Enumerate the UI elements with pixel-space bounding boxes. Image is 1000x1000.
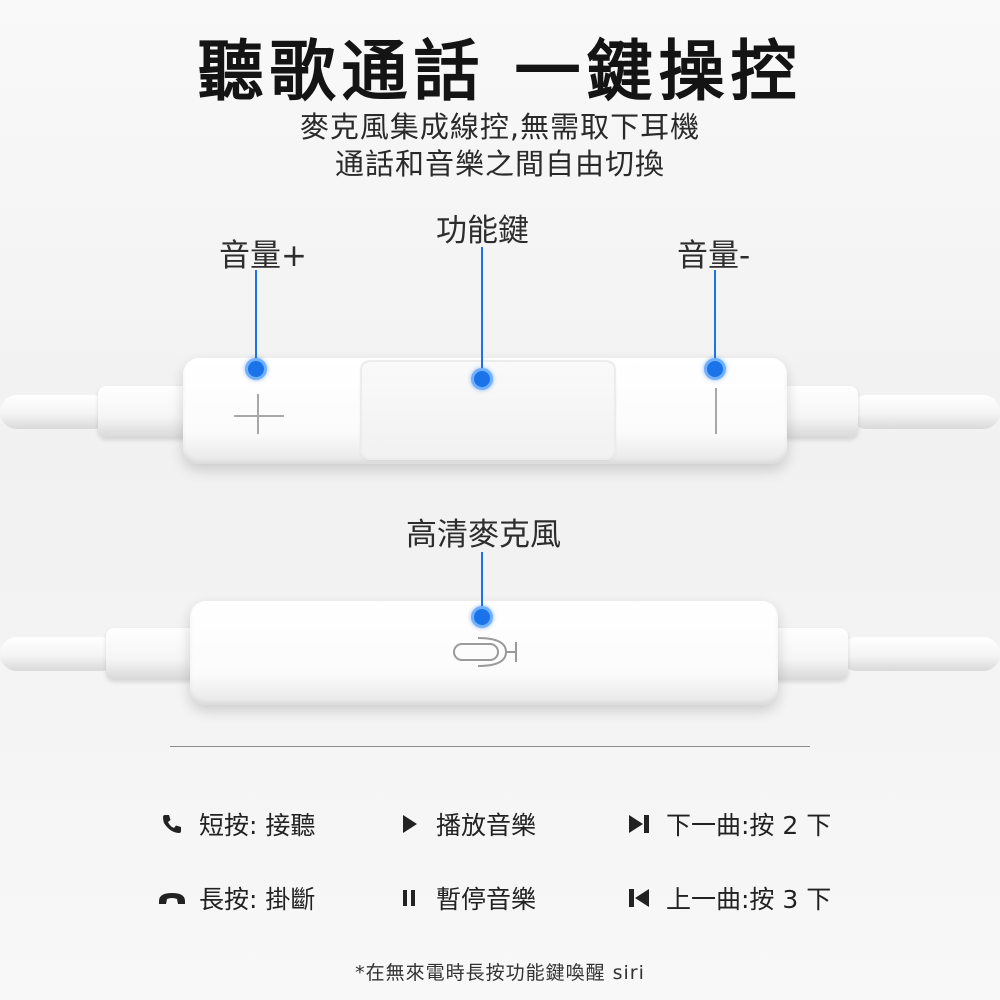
hang-up-icon [155, 890, 189, 906]
cable-left [0, 395, 110, 429]
volume-down-pointer-line [714, 270, 716, 366]
volume-down-pointer-dot [704, 358, 726, 380]
cable-collar-right [782, 386, 858, 438]
volume-up-label: 音量+ [219, 238, 307, 274]
control-pause-music: 暫停音樂 [392, 880, 536, 916]
control-hang-up: 長按: 掛斷 [155, 880, 315, 916]
microphone-pointer-dot [471, 606, 493, 628]
divider [170, 746, 810, 747]
cable-right [850, 395, 1000, 429]
cable-collar-left [98, 386, 190, 438]
microphone-label: 高清麥克風 [406, 517, 561, 553]
volume-up-pointer-dot [245, 358, 267, 380]
minus-icon[interactable] [710, 384, 722, 436]
cable-collar-left-lower [106, 628, 198, 680]
microphone-icon [453, 637, 517, 667]
subtitle-line-1: 麥克風集成線控,無需取下耳機 [299, 110, 701, 144]
control-label: 短按: 接聽 [199, 811, 316, 840]
cable-left-lower [0, 637, 118, 671]
function-key-label: 功能鍵 [436, 213, 529, 249]
next-track-icon [622, 813, 656, 835]
microphone-pointer-line [481, 552, 483, 612]
control-play-music: 播放音樂 [392, 806, 536, 842]
phone-icon [155, 812, 189, 836]
control-previous-track: 上一曲:按 3 下 [622, 880, 831, 916]
play-icon [392, 813, 426, 835]
control-answer-call: 短按: 接聽 [155, 806, 315, 842]
control-label: 暫停音樂 [436, 885, 537, 914]
cable-right-lower [840, 637, 1000, 671]
control-next-track: 下一曲:按 2 下 [622, 806, 831, 842]
volume-down-label: 音量- [677, 238, 751, 274]
page-title: 聽歌通話 一鍵操控 [197, 33, 803, 110]
cable-collar-right-lower [770, 628, 848, 680]
volume-up-pointer-line [255, 270, 257, 366]
control-label: 長按: 掛斷 [199, 885, 316, 914]
footnote: *在無來電時長按功能鍵喚醒 siri [355, 962, 645, 984]
plus-icon[interactable] [232, 388, 286, 436]
function-key-pointer-dot [471, 368, 493, 390]
control-label: 下一曲:按 2 下 [666, 811, 832, 840]
control-label: 上一曲:按 3 下 [666, 885, 832, 914]
pause-icon [392, 887, 426, 909]
function-key-pointer-line [481, 247, 483, 371]
subtitle-line-2: 通話和音樂之間自由切換 [334, 147, 665, 181]
previous-track-icon [622, 887, 656, 909]
control-label: 播放音樂 [436, 811, 537, 840]
